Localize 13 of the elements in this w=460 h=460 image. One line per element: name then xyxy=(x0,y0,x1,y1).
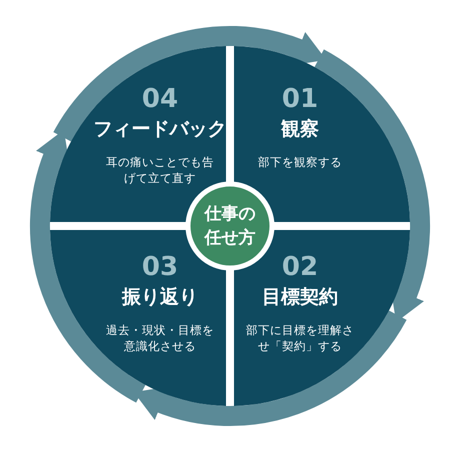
step-title: 目標契約 xyxy=(262,285,338,310)
step-title: フィードバック xyxy=(94,117,226,142)
step-title: 振り返り xyxy=(122,285,198,310)
step-number: 02 xyxy=(282,252,318,282)
step-number: 04 xyxy=(142,84,178,114)
step-description: 耳の痛いことでも告げて立て直す xyxy=(105,154,215,186)
step-number: 01 xyxy=(282,84,318,114)
center-title: 仕事の任せ方 xyxy=(203,203,256,250)
step-description: 部下に目標を理解させ「契約」する xyxy=(245,322,355,354)
step-title: 観察 xyxy=(281,117,319,142)
step-description: 過去・現状・目標を意識化させる xyxy=(105,322,215,354)
step-number: 03 xyxy=(142,252,178,282)
step-description: 部下を観察する xyxy=(258,154,342,170)
